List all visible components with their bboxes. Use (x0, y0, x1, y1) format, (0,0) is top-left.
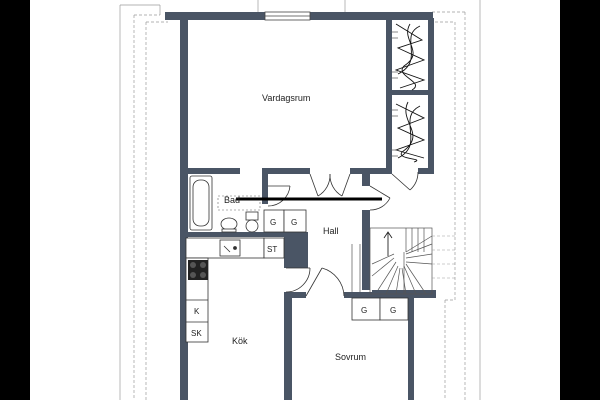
room-label-sovrum: Sovrum (335, 352, 366, 362)
bathtub (189, 175, 213, 231)
cooktop (188, 260, 208, 280)
closet-marks (392, 31, 398, 157)
bedroom-wardrobe-1-label: G (361, 306, 367, 315)
cabinet-sk-label: SK (191, 329, 202, 338)
hall-wardrobe-2-label: G (291, 218, 297, 227)
closet-scribble-upper (394, 23, 426, 91)
kitchen-cabinets (186, 299, 208, 323)
bedroom-wardrobes (351, 297, 409, 321)
staircase (369, 227, 433, 295)
toilet (245, 211, 259, 233)
hall-divider (351, 244, 361, 292)
room-label-vardagsrum: Vardagsrum (262, 93, 310, 103)
top-window (264, 11, 311, 21)
stove-label: ST (267, 245, 277, 254)
cabinet-k-label: K (194, 307, 200, 316)
doors (267, 171, 419, 297)
washer-area (217, 195, 261, 211)
room-label-bad: Bad (224, 195, 240, 205)
kitchen-sink (219, 239, 241, 257)
exterior-outline (119, 0, 481, 400)
stair-dashed-lines (432, 235, 455, 279)
hall-wardrobe-1-label: G (270, 218, 276, 227)
bathroom-sink (220, 217, 238, 233)
room-label-kok: Kök (232, 336, 248, 346)
stair-arrow (383, 231, 393, 256)
room-label-hall: Hall (323, 226, 339, 236)
bedroom-wardrobe-2-label: G (390, 306, 396, 315)
closet-scribble-lower (394, 101, 426, 163)
hall-wardrobes (263, 209, 307, 233)
